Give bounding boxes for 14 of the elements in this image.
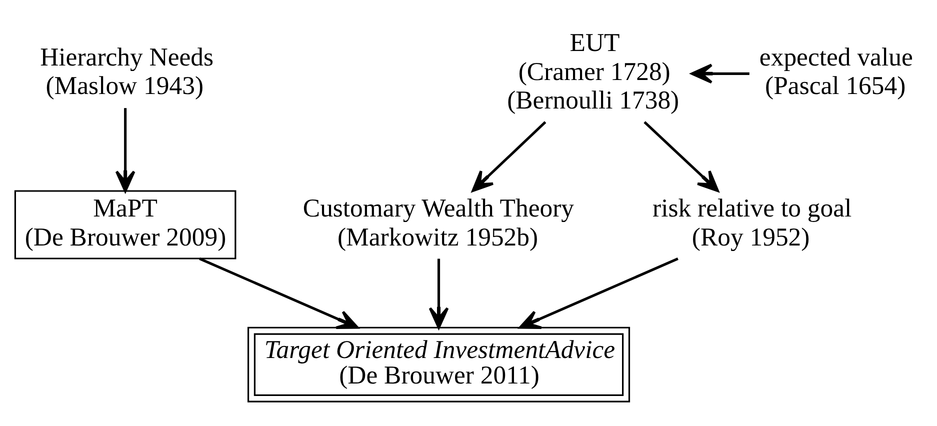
arrow	[199, 257, 359, 329]
node-text: Hierarchy Needs (Maslow 1943)	[40, 42, 214, 100]
node-text: expected value (Pascal 1654)	[759, 42, 913, 100]
node-text: Customary Wealth Theory (Markowitz 1952b)	[302, 192, 574, 251]
node-box: MaPT (De Brouwer 2009)	[14, 190, 236, 259]
arrow	[115, 108, 136, 192]
arrow	[428, 258, 449, 328]
node-text: EUT (Cramer 1728) (Bernoulli 1738)	[507, 27, 680, 114]
arrow	[690, 63, 750, 84]
node-text: risk relative to goal (Roy 1952)	[652, 192, 852, 251]
arrow	[472, 120, 546, 192]
arrow	[518, 257, 678, 329]
node-box: Target Oriented InvestmentAdvice (De Brouwer 2011)	[247, 326, 630, 402]
arrow	[644, 120, 719, 192]
